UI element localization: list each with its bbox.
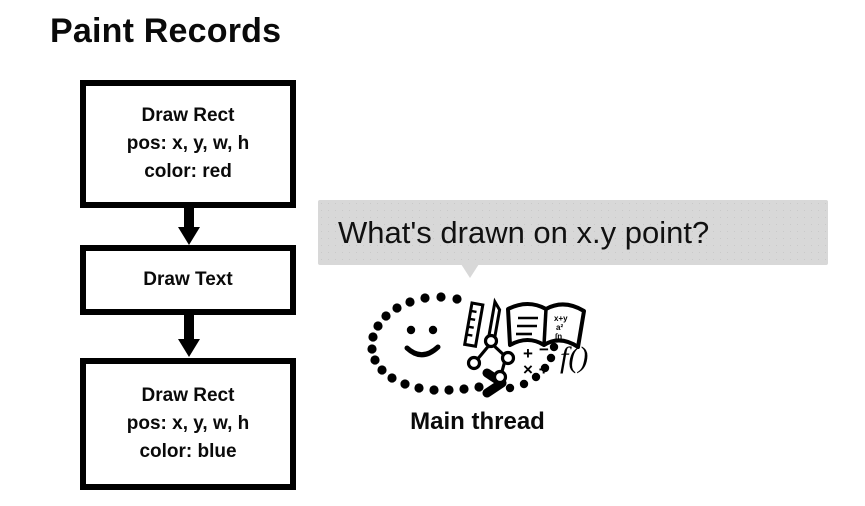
record-line: Draw Rect <box>141 385 235 407</box>
svg-text:∫n: ∫n <box>554 332 562 341</box>
record-line: pos: x, y, w, h <box>126 413 250 435</box>
svg-text:÷: ÷ <box>539 360 548 379</box>
record-line: color: red <box>144 160 232 182</box>
speech-bubble-tail-icon <box>461 264 479 278</box>
main-thread-caption: Main thread <box>410 408 545 435</box>
svg-text:+: + <box>523 344 533 363</box>
svg-text:−: − <box>539 340 549 359</box>
arrow-head <box>178 227 200 245</box>
speech-bubble: What's drawn on x.y point? <box>318 200 828 265</box>
speech-bubble-text: What's drawn on x.y point? <box>338 214 710 250</box>
svg-text:x+y: x+y <box>554 314 568 323</box>
flow-arrow-down-icon <box>178 208 200 245</box>
function-notation-icon: f() <box>560 341 588 374</box>
arrow-shaft <box>184 208 194 228</box>
open-book-icon: x+y a² ∫n <box>506 302 586 349</box>
record-line: color: blue <box>139 440 237 462</box>
svg-text:×: × <box>523 360 533 379</box>
record-line: Draw Text <box>143 269 233 291</box>
ruler-icon <box>462 301 485 349</box>
paint-record-box-draw-rect-red: Draw Rect pos: x, y, w, h color: red <box>80 80 296 208</box>
smiley-face <box>404 325 441 358</box>
thinking-head-illustration: x+y a² ∫n + − × ÷ <box>360 285 595 400</box>
flow-arrow-down-icon <box>178 315 200 358</box>
paint-record-box-draw-text: Draw Text <box>80 245 296 315</box>
dotted-head-outline <box>367 292 559 395</box>
arrow-shaft <box>184 315 194 340</box>
svg-text:a²: a² <box>556 323 563 332</box>
math-operators-icon: + − × ÷ <box>523 340 549 379</box>
record-line: Draw Rect <box>141 105 235 127</box>
paint-record-box-draw-rect-blue: Draw Rect pos: x, y, w, h color: blue <box>80 358 296 490</box>
record-line: pos: x, y, w, h <box>126 133 250 155</box>
arrow-head <box>178 339 200 357</box>
tree-graph-icon <box>466 333 516 385</box>
page-title: Paint Records <box>50 12 282 50</box>
